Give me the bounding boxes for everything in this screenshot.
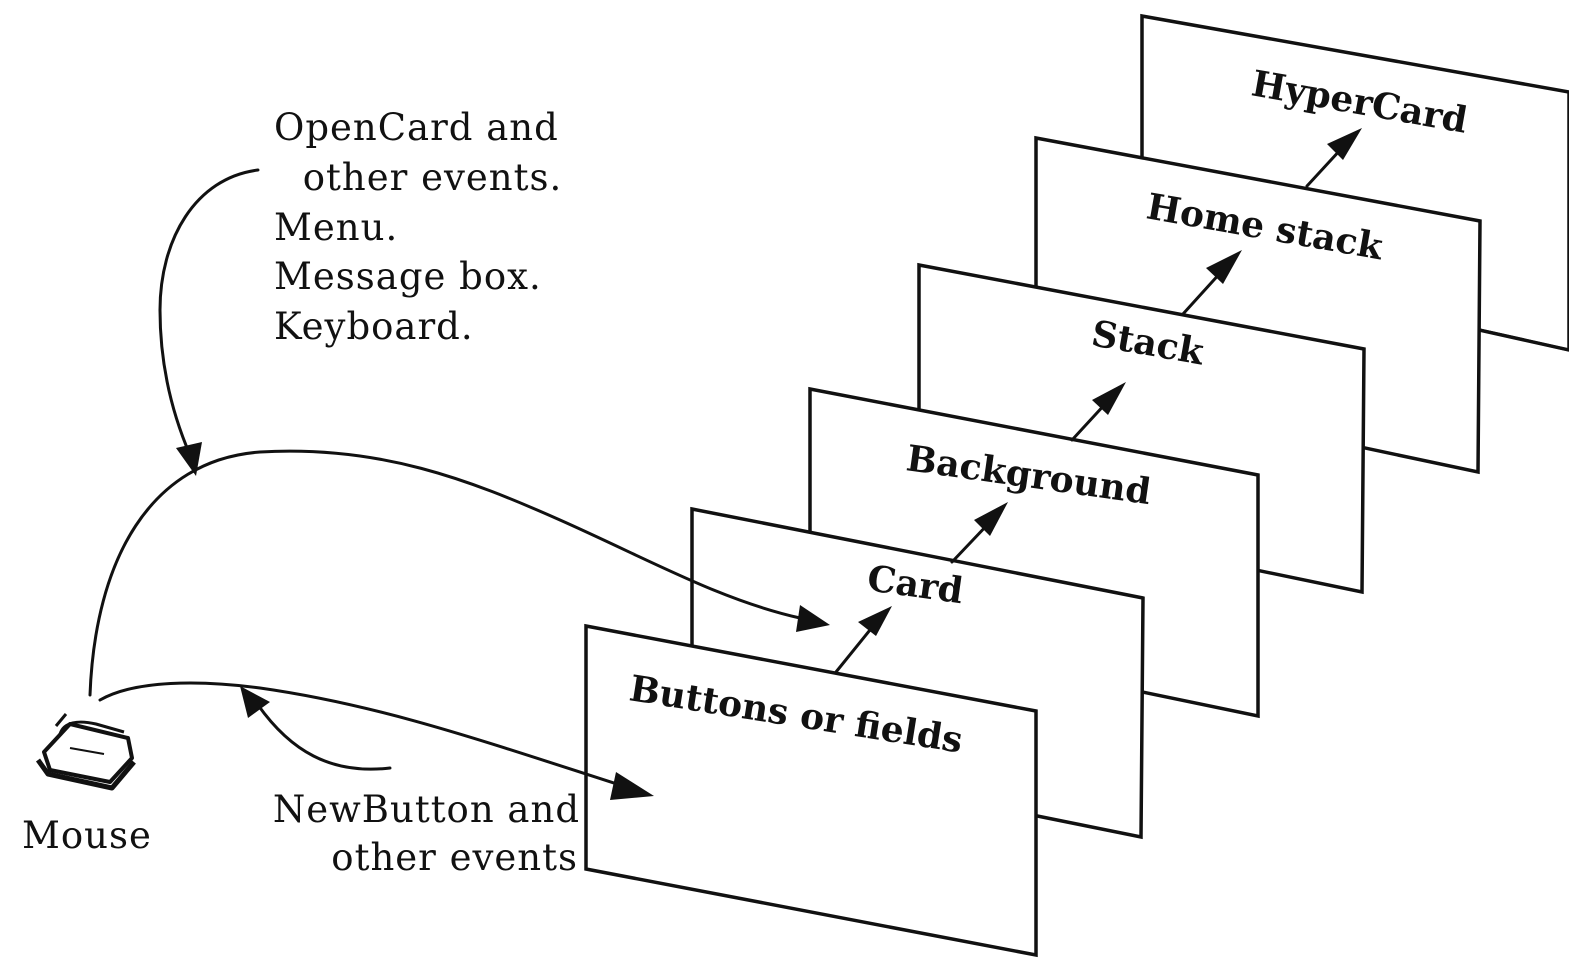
mouse-label: Mouse <box>22 814 152 857</box>
newbutton-note-line-2: other events <box>331 836 578 879</box>
mouse-icon <box>38 714 134 788</box>
opencard-note-line-4: Message box. <box>274 255 542 298</box>
newbutton-events-note: NewButton and other events <box>273 788 580 879</box>
arrow-mouse-to-buttons <box>100 683 654 800</box>
opencard-events-note: OpenCard and other events. Menu. Message… <box>274 106 562 348</box>
opencard-note-line-1: OpenCard and <box>274 106 559 149</box>
opencard-note-line-5: Keyboard. <box>274 305 474 348</box>
newbutton-note-line-1: NewButton and <box>273 788 580 831</box>
opencard-note-line-2: other events. <box>290 156 562 199</box>
opencard-note-line-3: Menu. <box>274 206 398 249</box>
arrow-opencard-events-to-mouse-path <box>160 170 258 476</box>
